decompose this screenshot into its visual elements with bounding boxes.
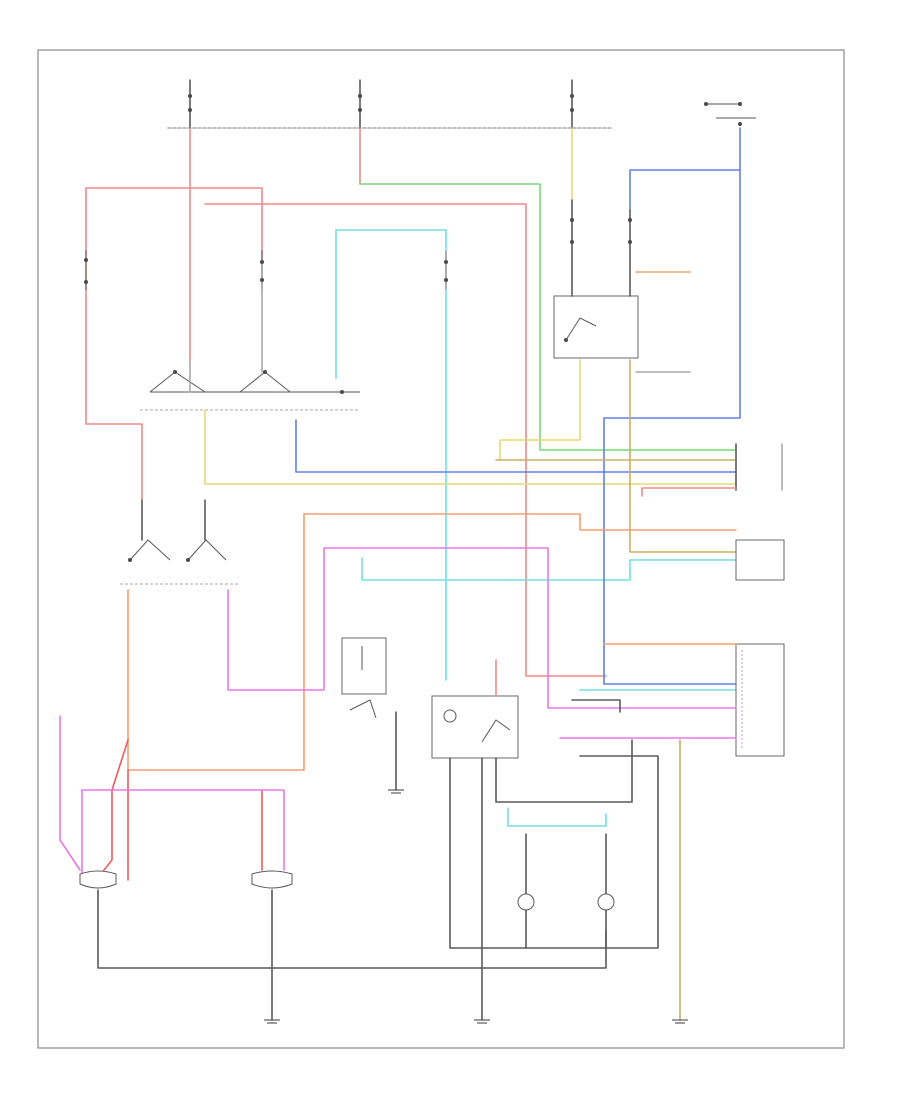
green-wire <box>359 127 737 451</box>
tan-wire <box>495 359 737 1021</box>
ground-4 <box>672 1019 688 1024</box>
right-headlamp <box>251 870 293 889</box>
orange-wire <box>95 513 737 881</box>
headlamp-dimmer-switch <box>120 499 240 585</box>
diagram-frame <box>37 49 845 1049</box>
fuse-8 <box>628 212 632 248</box>
pink-wire <box>59 547 737 881</box>
ground-3 <box>474 1019 490 1024</box>
connector-3 <box>571 699 621 713</box>
left-fog-lamp <box>517 893 535 911</box>
fuse-4 <box>84 250 88 290</box>
pink-red-wire <box>641 487 737 497</box>
connector-1 <box>735 443 783 491</box>
red-feed-wires <box>85 127 607 677</box>
left-headlamp <box>79 870 117 889</box>
headlamp-switch <box>140 289 360 411</box>
fuse-6 <box>444 250 448 290</box>
headlamp-grounds <box>97 889 607 1021</box>
ignition-switch <box>704 102 756 126</box>
connector-2 <box>735 539 785 581</box>
yellow-wire <box>204 127 737 485</box>
ground-1 <box>264 1019 280 1024</box>
blue-wire <box>295 127 741 685</box>
fog-lamp-wiring <box>449 659 659 1021</box>
fuse-2 <box>358 79 362 129</box>
fuse-5 <box>260 250 264 290</box>
daytime-running-lamp-module <box>553 199 639 359</box>
fog-lamp-relay <box>341 637 397 791</box>
fuse-3 <box>570 79 574 129</box>
ground-2 <box>388 789 404 794</box>
right-fog-lamp <box>597 893 615 911</box>
fuse-7 <box>570 212 574 248</box>
cyan-wire <box>335 229 737 691</box>
fog-lamp-switch <box>431 695 519 759</box>
instrument-cluster <box>735 643 785 757</box>
fuse-1 <box>188 79 192 129</box>
orange-short-wire <box>635 271 691 373</box>
